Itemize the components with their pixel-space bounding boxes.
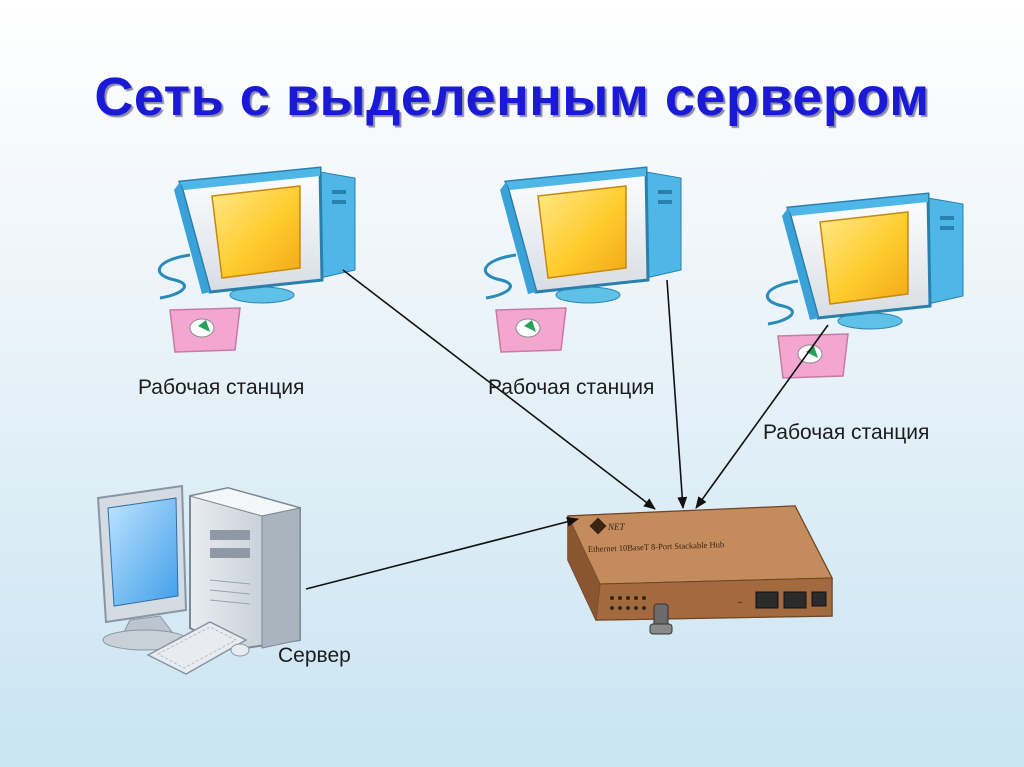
hub-brand-text: NET <box>607 522 626 532</box>
workstation-2-label: Рабочая станция <box>488 376 655 399</box>
hub-model-text: Ethernet 10BaseT 8-Port Stackable Hub <box>588 539 725 554</box>
link-server-hub <box>305 516 579 590</box>
link-ws3-hub <box>695 324 829 509</box>
link-ws2-hub <box>666 279 688 509</box>
workstation-1-icon <box>157 166 356 353</box>
link-ws1-hub <box>342 269 656 510</box>
workstation-1-label: Рабочая станция <box>138 376 305 399</box>
hub-icon: NET Ethernet 10BaseT 8-Port Stackable Hu… <box>567 505 833 635</box>
workstation-3-label: Рабочая станция <box>763 421 930 444</box>
workstation-3-icon <box>765 192 964 379</box>
svg-text:▪▪: ▪▪ <box>738 600 742 606</box>
workstation-2-icon <box>483 166 682 353</box>
connection-lines <box>305 269 829 590</box>
server-icon <box>96 484 301 675</box>
slide-title: Сеть с выделенным сервером <box>94 67 930 127</box>
server-label: Сервер <box>278 644 351 667</box>
